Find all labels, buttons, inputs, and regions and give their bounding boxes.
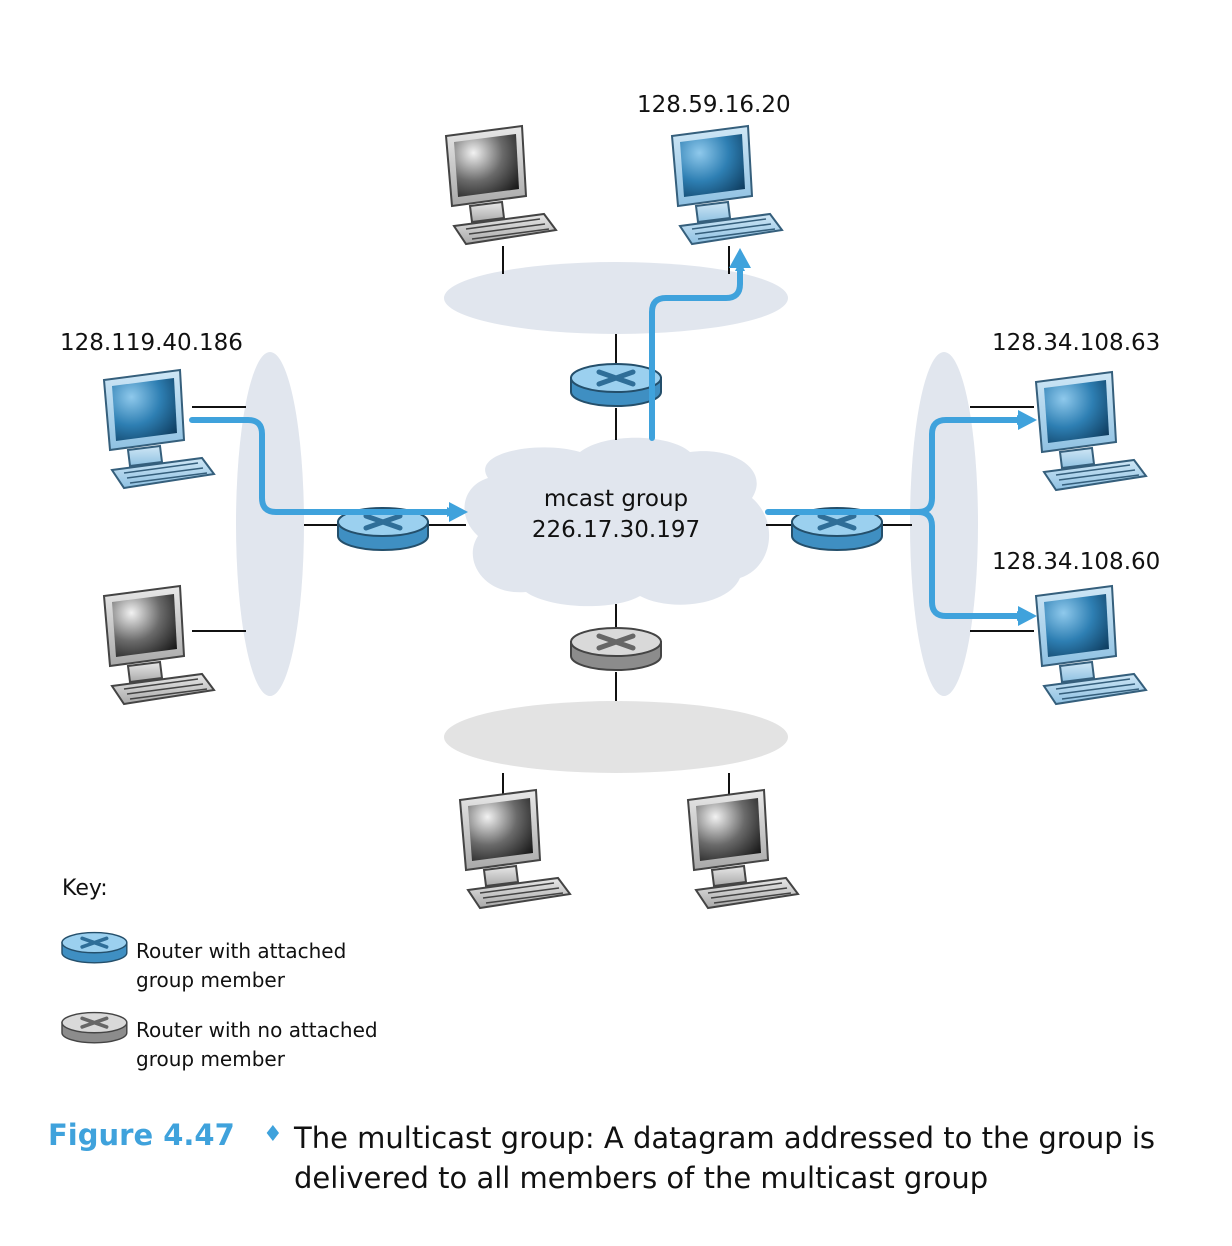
computer-128-34-108-60 (1035, 585, 1147, 705)
key-title: Key: (62, 876, 108, 901)
host-label-top: 128.59.16.20 (637, 92, 791, 118)
computer-128-59-16-20 (671, 125, 783, 245)
link-lines (192, 246, 1034, 797)
cloud-label-line2: 226.17.30.197 (531, 517, 701, 543)
key-member-line1: Router with attached (136, 939, 347, 963)
arrow-from-source (189, 417, 457, 517)
computer-bottom-right (687, 789, 799, 909)
computer-128-34-108-63 (1035, 371, 1147, 491)
lan-top (444, 262, 788, 334)
computer-bottom-left (459, 789, 571, 909)
host-label-left: 128.119.40.186 (60, 330, 243, 356)
multicast-arrows (189, 261, 1027, 621)
figure-number: Figure 4.47 (48, 1118, 235, 1152)
arrow-to-top-host (649, 261, 745, 441)
key-member-line2: group member (136, 968, 285, 992)
caption-text: The multicast group: A datagram addresse… (294, 1121, 1155, 1195)
lan-left (236, 352, 304, 696)
key-nonmember-text: Router with no attached group member (136, 1016, 378, 1074)
arrow-to-right-top-host (765, 415, 1027, 515)
router-bottom (571, 628, 661, 670)
host-label-right-top: 128.34.108.63 (992, 330, 1161, 356)
computer-top-left (445, 125, 557, 245)
multicast-cloud (464, 437, 770, 607)
lan-bottom (444, 701, 788, 773)
router-top (571, 364, 661, 406)
key-member-text: Router with attached group member (136, 937, 346, 995)
cloud-label: mcast group 226.17.30.197 (486, 484, 746, 546)
key-router-member-icon (60, 930, 129, 965)
key-nonmember-line2: group member (136, 1047, 285, 1071)
arrowheads (449, 248, 1037, 626)
cloud-label-line1: mcast group (543, 486, 689, 512)
computer-left-bottom (103, 585, 215, 705)
arrow-to-right-bottom-host (915, 509, 1027, 621)
key-router-nonmember-icon (60, 1010, 129, 1045)
lan-right (910, 352, 978, 696)
computer-128-119-40-186 (103, 369, 215, 489)
key-nonmember-line1: Router with no attached (136, 1018, 378, 1042)
diamond-icon: ♦ (263, 1122, 283, 1147)
host-label-right-bottom: 128.34.108.60 (992, 549, 1161, 575)
